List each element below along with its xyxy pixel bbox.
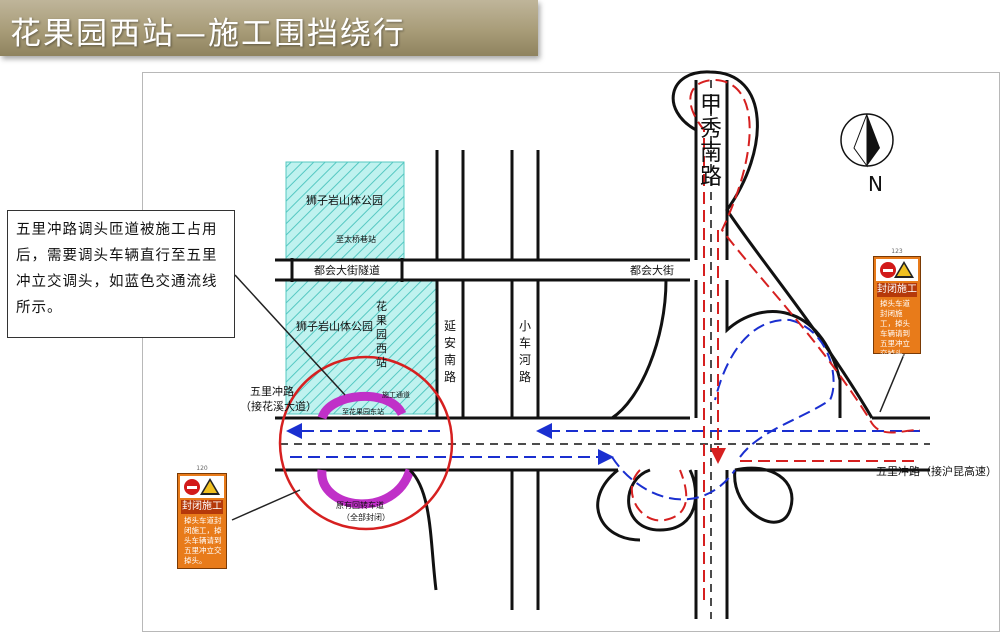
park-label-top: 狮子岩山体公园 xyxy=(306,194,383,207)
compass-icon xyxy=(840,113,894,168)
wulichong-right-label: 五里冲路（接沪昆高速） xyxy=(876,465,997,478)
yanan-south-label: 延安南路 xyxy=(444,319,457,384)
blue-detour-flow xyxy=(286,318,920,501)
roadwork-warning-icon xyxy=(894,261,914,278)
sign-right-number: 123 xyxy=(891,248,903,255)
road-map xyxy=(231,70,930,619)
title-bar: 花果园西站—施工围挡绕行 xyxy=(0,0,538,56)
original-ramp-closed-label: （全部封闭） xyxy=(342,513,390,522)
callout-leader xyxy=(234,274,346,396)
closed-u-turn-ramp xyxy=(317,391,415,509)
roadwork-warning-icon xyxy=(200,478,220,495)
sign-left-number: 120 xyxy=(196,465,208,472)
xiaochehe-label: 小车河路 xyxy=(519,319,532,384)
park-label-bottom: 狮子岩山体公园 xyxy=(296,320,373,333)
sign-left-title: 封闭施工 xyxy=(181,500,223,514)
station-label: 花果园西站 xyxy=(376,300,387,369)
no-entry-icon xyxy=(880,262,896,278)
page-title: 花果园西站—施工围挡绕行 xyxy=(10,16,406,52)
left-sign-leader xyxy=(231,489,301,521)
xiaochehe-road xyxy=(510,150,540,610)
jiaxiu-south-label: 甲秀南路 xyxy=(700,93,723,190)
no-entry-icon xyxy=(184,479,200,495)
park-area-bottom xyxy=(285,279,437,415)
sign-right-header xyxy=(876,259,918,281)
duhui-street xyxy=(275,258,690,282)
sign-left-body: 掉头车道封闭施工，掉头车辆请到五里冲立交掉头。 xyxy=(184,516,222,565)
north-label: N xyxy=(868,172,883,196)
huaguoyuan-east-label: 至花果园东站 xyxy=(342,408,384,416)
duhui-tunnel-label: 都会大街隧道 xyxy=(314,264,380,277)
closed-construction-sign-right: 123 封闭施工 掉头车道封闭施工，掉头车辆请到五里冲立交掉头。 xyxy=(873,248,921,358)
right-sign-leader xyxy=(879,351,906,413)
callout-note: 五里冲路调头匝道被施工占用后，需要调头车辆直行至五里冲立交调头，如蓝色交通流线所… xyxy=(7,210,235,338)
closed-construction-sign-left: 120 封闭施工 掉头车道封闭施工，掉头车辆请到五里冲立交掉头。 xyxy=(177,465,227,569)
sign-left-header xyxy=(180,476,224,498)
park-area-top xyxy=(285,161,405,261)
jiaxiu-south-road xyxy=(596,70,874,619)
original-ramp-label: 原有回转车道 xyxy=(336,501,384,510)
bridge-stop-label: 至太桥巷站 xyxy=(336,235,376,244)
left-ramp-curve xyxy=(408,468,438,591)
sign-right-title: 封闭施工 xyxy=(877,283,917,297)
red-traffic-flow xyxy=(630,78,921,600)
construction-channel-label: 施工通道 xyxy=(382,391,410,399)
sign-right-body: 掉头车道封闭施工，掉头车辆请到五里冲立交掉头。 xyxy=(880,299,910,358)
duhui-street-label: 都会大街 xyxy=(630,264,674,277)
wulichong-left-sub-label: （接花溪大道） xyxy=(240,400,317,413)
wulichong-left-label: 五里冲路 xyxy=(250,385,294,398)
construction-circle xyxy=(278,355,454,531)
